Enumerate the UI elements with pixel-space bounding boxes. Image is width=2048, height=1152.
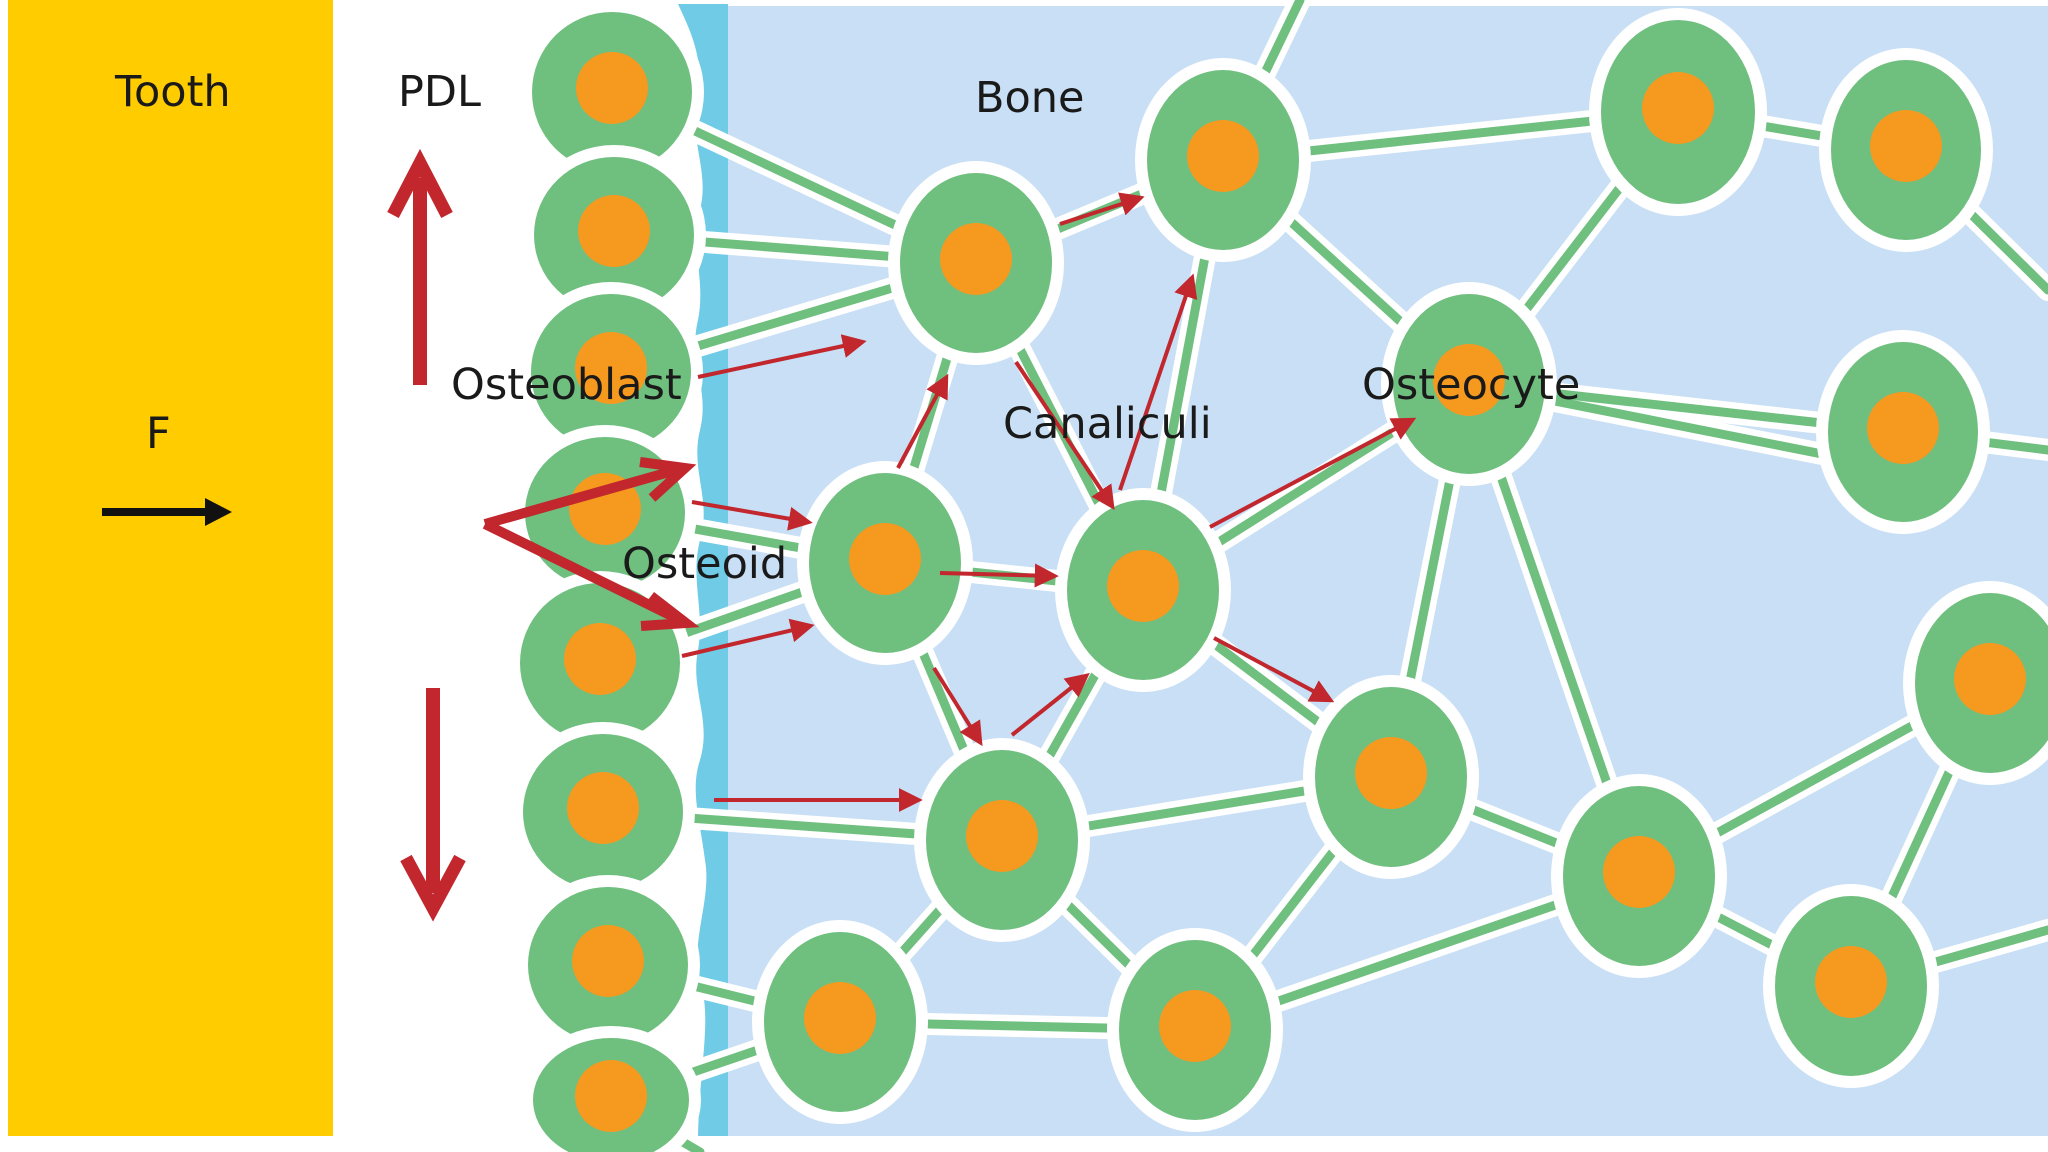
osteocyte-label: Osteocyte [1362, 360, 1580, 410]
osteoblast-cell [520, 0, 704, 184]
signal-arrows [681, 192, 1417, 812]
nucleus [1870, 110, 1942, 182]
pdl-label: PDL [398, 67, 481, 117]
tooth-label: Tooth [114, 67, 231, 117]
nucleus [1355, 737, 1427, 809]
nucleus [1815, 946, 1887, 1018]
nucleus [1642, 72, 1714, 144]
signal-arrow [1209, 417, 1417, 529]
osteocyte-cell [1107, 928, 1283, 1132]
signal-arrow [1010, 673, 1090, 737]
osteoblast-cell [516, 875, 700, 1055]
strain-arrow-down [400, 688, 466, 922]
signal-arrow [1213, 636, 1335, 703]
nucleus [1187, 120, 1259, 192]
osteocyte-cell [1903, 581, 2048, 785]
nucleus [1433, 344, 1505, 416]
nucleus [1159, 990, 1231, 1062]
osteocyte-cell [1135, 58, 1311, 262]
canaliculi-label: Canaliculi [1003, 399, 1212, 449]
osteoblast-cell [511, 722, 695, 902]
force-arrow [102, 498, 232, 526]
osteocyte-cell [888, 161, 1064, 365]
nucleus [564, 623, 636, 695]
signal-arrow [932, 666, 983, 747]
osteoblast-cell [519, 282, 703, 462]
force-label: F [146, 409, 171, 459]
bone-label: Bone [975, 73, 1085, 123]
osteoid-label: Osteoid [622, 539, 787, 589]
osteocyte-cell [752, 920, 928, 1124]
nucleus [849, 523, 921, 595]
signal-arrow [681, 618, 815, 658]
osteocyte-cell [1819, 48, 1993, 252]
osteocyte-cell [1381, 282, 1557, 486]
nucleus [804, 982, 876, 1054]
osteoid-layer [678, 4, 728, 1136]
osteocyte-cell [1589, 8, 1767, 216]
nucleus [1954, 643, 2026, 715]
nucleus [575, 1060, 647, 1132]
strain-arrow-up [387, 148, 453, 385]
osteoblast-cell [521, 1026, 701, 1152]
osteocyte-cell [1763, 884, 1939, 1088]
osteocyte-cell [1551, 774, 1727, 978]
signal-arrow [1118, 273, 1198, 491]
nucleus [966, 800, 1038, 872]
nucleus [575, 332, 647, 404]
signal-arrow [939, 563, 1059, 588]
signal-arrow [691, 500, 813, 531]
nucleus [1107, 550, 1179, 622]
nucleus [578, 195, 650, 267]
nucleus [567, 772, 639, 844]
osteocyte-cell [1816, 330, 1990, 534]
osteocyte-cell [1303, 675, 1479, 879]
nucleus [1867, 392, 1939, 464]
nucleus [1603, 836, 1675, 908]
signal-arrow [1059, 192, 1145, 226]
osteoblast-cell [522, 145, 706, 325]
osteoblast-label: Osteoblast [451, 360, 682, 410]
osteoblast-cell [508, 571, 692, 755]
signal-arrow [697, 334, 867, 379]
nucleus [940, 223, 1012, 295]
signal-arrow [1014, 360, 1115, 510]
cell-layer [508, 0, 2048, 1152]
osteocyte-cell [914, 738, 1090, 942]
tooth-region [8, 0, 333, 1136]
signal-arrow [896, 373, 949, 469]
osteocyte-cell [1055, 488, 1231, 692]
osteocyte-cell [797, 461, 973, 665]
nucleus [576, 52, 648, 124]
strain-arrows-fork [482, 457, 700, 631]
nucleus [572, 925, 644, 997]
